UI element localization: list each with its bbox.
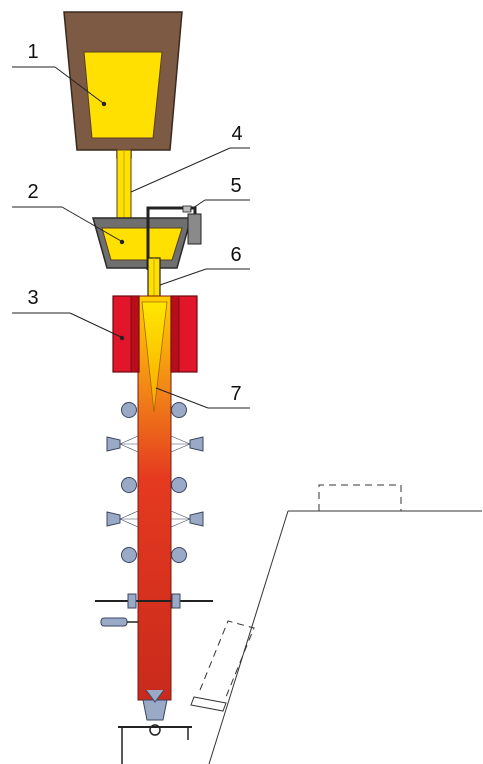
withdrawal-bar <box>95 593 213 609</box>
torch-icon <box>100 617 138 627</box>
label-group: 1 4 5 2 6 3 7 <box>27 41 242 405</box>
roll-set-3 <box>121 547 187 563</box>
label-6: 6 <box>230 244 241 266</box>
roll-icon <box>121 547 137 563</box>
label-2: 2 <box>27 181 38 203</box>
spray-set-2 <box>106 510 204 528</box>
spray-nozzle-icon <box>106 511 121 527</box>
liquid-core <box>141 301 168 413</box>
roll-icon <box>171 477 187 493</box>
roll-icon <box>121 402 137 418</box>
tundish <box>92 205 202 270</box>
ladle <box>63 11 183 159</box>
spray-nozzle-icon <box>106 436 121 452</box>
roll-icon <box>171 402 187 418</box>
ladle-steel <box>83 51 163 139</box>
label-1: 1 <box>27 41 38 63</box>
roll-set-2 <box>121 477 187 493</box>
label-5: 5 <box>230 175 241 197</box>
roll-icon <box>121 477 137 493</box>
stopper-mechanism <box>187 213 202 245</box>
spray-set-1 <box>106 435 204 453</box>
ladle-shroud <box>116 149 132 221</box>
tundish-steel <box>101 227 183 261</box>
leader-lines <box>12 66 250 409</box>
roll-icon <box>171 547 187 563</box>
dummy-bar-head <box>118 689 192 764</box>
spray-nozzle-icon <box>189 511 204 527</box>
spray-nozzle-icon <box>189 436 204 452</box>
building-outline <box>190 484 482 764</box>
roll-set-1 <box>121 402 187 418</box>
label-3: 3 <box>27 287 38 309</box>
label-7: 7 <box>230 383 241 405</box>
label-4: 4 <box>231 123 242 145</box>
mould <box>112 295 198 373</box>
